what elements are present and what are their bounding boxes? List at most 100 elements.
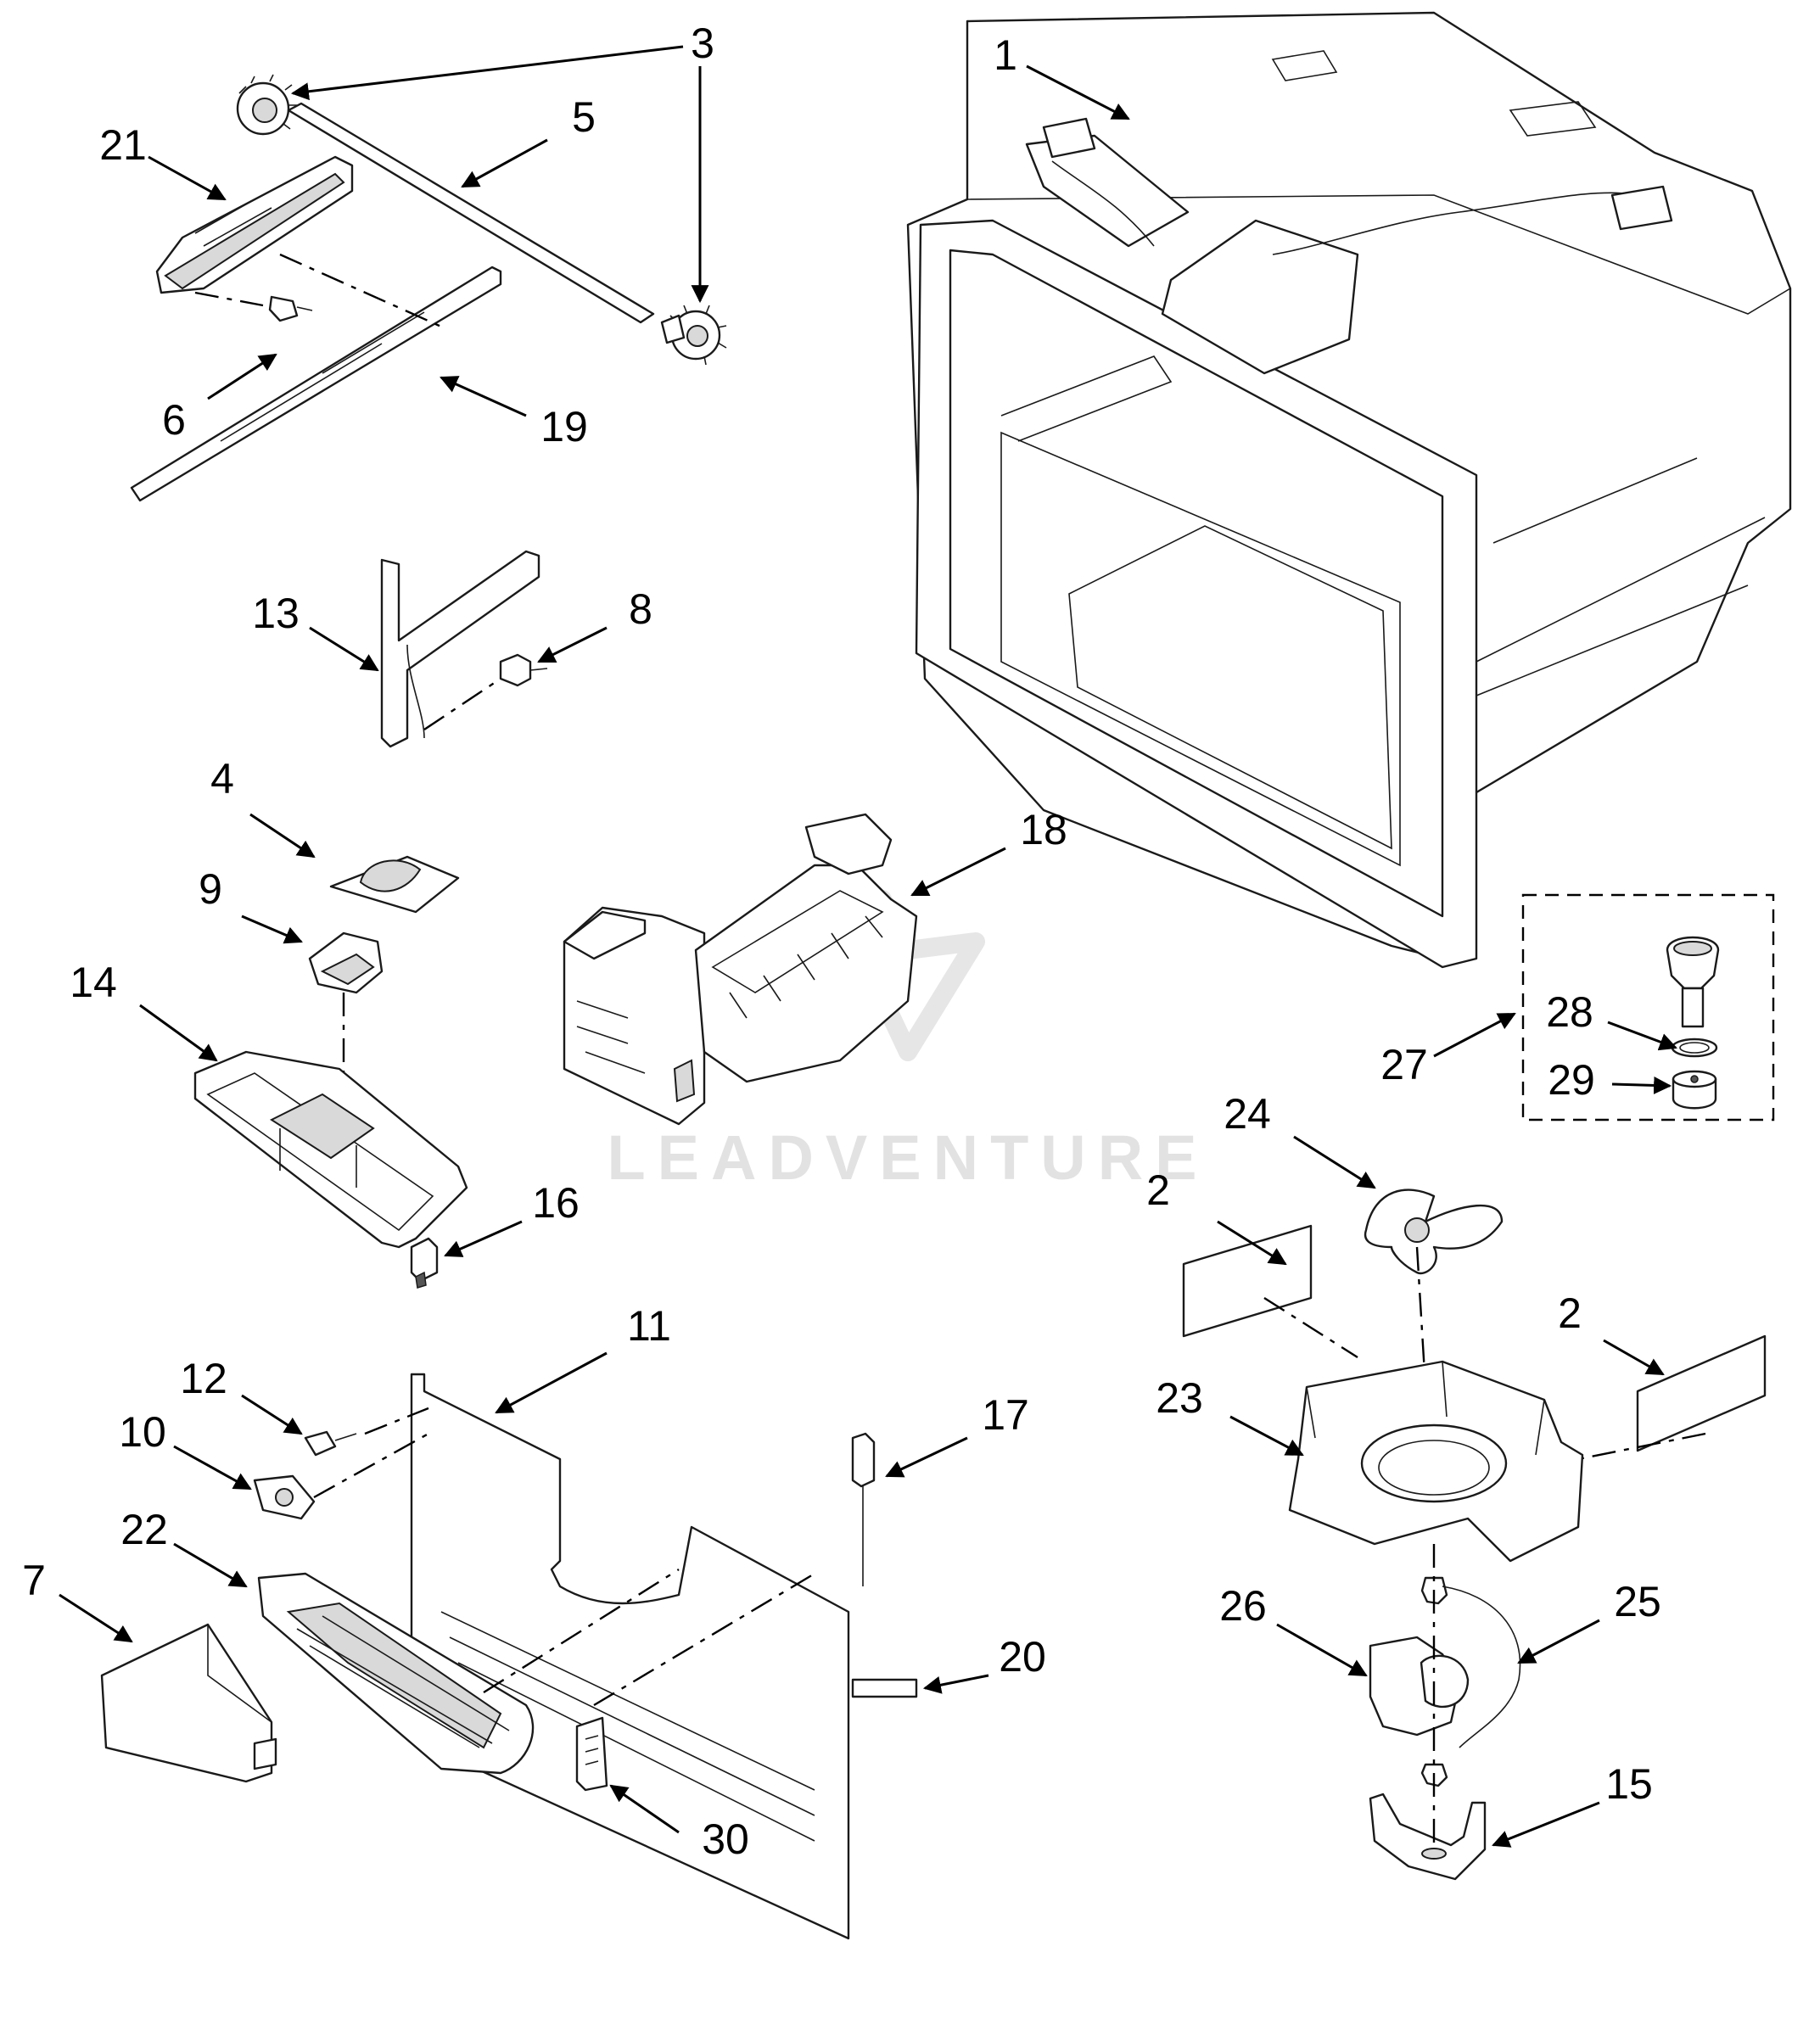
assembly-line-30-11	[593, 1572, 815, 1707]
callout-21: 21	[99, 121, 147, 169]
callout-20: 20	[999, 1633, 1046, 1681]
part-2-foam-left	[1182, 1224, 1313, 1338]
leader-23	[1229, 1415, 1304, 1457]
part-5-auger-shaft	[287, 102, 655, 324]
callout-4: 4	[210, 755, 234, 803]
leader-26	[1276, 1623, 1368, 1677]
leader-20	[922, 1674, 989, 1694]
part-15-motor-bracket	[1369, 1793, 1487, 1881]
leader-25	[1517, 1619, 1600, 1664]
leader-2-right	[1603, 1339, 1665, 1376]
leader-30	[609, 1784, 680, 1834]
leader-12	[241, 1394, 303, 1435]
part-1-freezer-liner	[906, 11, 1792, 969]
leader-14	[139, 1004, 218, 1062]
part-6-screw	[268, 295, 313, 322]
part-8-screw	[499, 653, 548, 687]
leader-3-top	[290, 45, 684, 101]
callout-13: 13	[252, 590, 300, 637]
callout-30: 30	[702, 1815, 749, 1863]
leader-6	[207, 353, 277, 400]
assembly-line-6	[194, 291, 264, 307]
callout-26: 26	[1219, 1582, 1267, 1630]
leader-27	[1433, 1012, 1516, 1058]
part-23-fan-housing	[1288, 1360, 1584, 1563]
part-12-screw	[304, 1430, 357, 1457]
callout-17: 17	[982, 1391, 1029, 1439]
assembly-line-13-8	[423, 678, 501, 730]
part-24-fan-blade	[1364, 1189, 1504, 1275]
callout-6: 6	[162, 396, 186, 444]
callout-3: 3	[691, 20, 714, 67]
part-25-wire-harness	[1442, 1586, 1521, 1748]
part-27-valve-fitting	[1666, 936, 1720, 1028]
callout-19: 19	[540, 403, 588, 450]
part-2-foam-right	[1636, 1334, 1767, 1452]
callout-24: 24	[1224, 1090, 1271, 1138]
part-20-foam-strip	[851, 1678, 918, 1698]
part-22-grille	[257, 1572, 535, 1775]
leader-28	[1607, 1021, 1677, 1051]
callout-27: 27	[1380, 1041, 1428, 1088]
assembly-line-2-left	[1263, 1296, 1358, 1359]
assembly-line-2-right	[1577, 1432, 1706, 1461]
leader-7	[59, 1593, 133, 1643]
leader-22	[173, 1542, 248, 1588]
callout-29: 29	[1548, 1056, 1595, 1104]
part-30-damper-clip	[575, 1716, 608, 1792]
part-29-washer	[1672, 1070, 1717, 1110]
callout-5: 5	[572, 93, 596, 141]
assembly-line-22-11	[483, 1568, 680, 1694]
assembly-line-10	[313, 1432, 429, 1499]
part-28-o-ring	[1671, 1038, 1718, 1058]
part-3-auger-gear-bottom	[660, 305, 727, 366]
part-26-fan-motor	[1369, 1576, 1470, 1787]
part-13-bracket	[380, 550, 540, 748]
leader-5	[461, 138, 548, 188]
callout-7: 7	[22, 1557, 46, 1604]
part-10-bracket	[253, 1474, 316, 1520]
callout-25: 25	[1614, 1578, 1661, 1625]
part-21-slide-bracket	[155, 155, 354, 294]
part-7-end-cover	[100, 1623, 277, 1783]
callout-16: 16	[532, 1179, 580, 1227]
callout-12: 12	[180, 1355, 227, 1402]
part-19-slide-rail	[130, 266, 502, 502]
part-16-switch	[410, 1237, 439, 1289]
watermark-text: LEADVENTURE	[607, 1122, 1208, 1193]
part-9-gear-motor-cover	[308, 931, 384, 994]
callout-11: 11	[627, 1302, 671, 1350]
leader-24	[1293, 1135, 1376, 1189]
leader-16	[444, 1220, 523, 1257]
part-4-cover-cap	[329, 855, 460, 914]
part-27-kit-box	[1521, 893, 1775, 1121]
callout-28: 28	[1546, 988, 1593, 1036]
callout-18: 18	[1020, 806, 1067, 853]
part-18-ice-maker	[563, 813, 918, 1126]
callout-22: 22	[120, 1506, 168, 1553]
leader-21	[148, 155, 227, 201]
leader-17	[885, 1436, 968, 1478]
leader-19	[440, 376, 527, 417]
leader-13	[309, 626, 379, 672]
callout-15: 15	[1605, 1760, 1653, 1808]
leader-2-left	[1217, 1220, 1287, 1266]
leader-29	[1611, 1076, 1672, 1094]
leader-arrows	[59, 45, 1677, 1848]
leader-15	[1492, 1801, 1600, 1848]
callout-23: 23	[1156, 1374, 1203, 1422]
part-11-cover-panel	[410, 1373, 850, 1940]
part-3-auger-gear-top	[236, 74, 297, 136]
callout-1: 1	[994, 31, 1017, 79]
leader-9	[241, 915, 303, 944]
assembly-line-21-19	[279, 253, 442, 328]
callout-10: 10	[119, 1408, 166, 1456]
callout-labels: 1 2 2 3 4 5 6 7 8 9 10 11 12 13 14 15 16…	[22, 20, 1661, 1863]
leader-1	[1026, 64, 1130, 120]
callout-2-right: 2	[1558, 1289, 1582, 1337]
callout-8: 8	[629, 585, 652, 633]
leader-11	[495, 1351, 608, 1414]
part-17-sensor	[851, 1432, 876, 1586]
callout-14: 14	[70, 959, 117, 1006]
